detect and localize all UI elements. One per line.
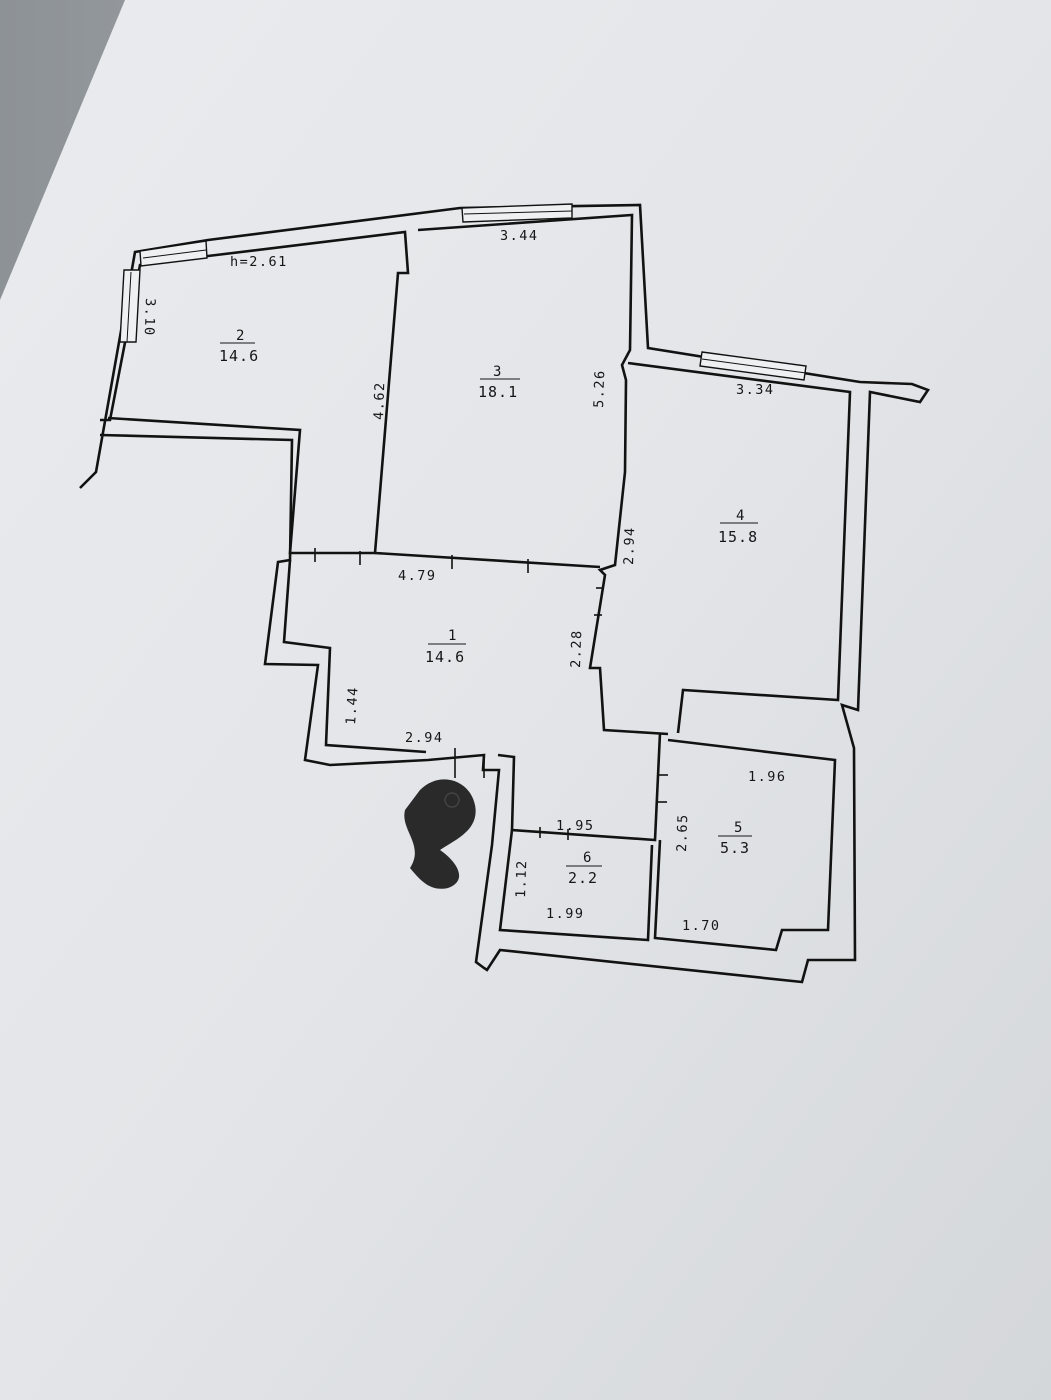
dim-room6-bottom: 1.99: [546, 906, 585, 922]
window-room2-left: [119, 269, 141, 343]
room-6-area: 2.2: [568, 869, 598, 887]
inner-wall-room4: [627, 361, 852, 734]
dim-room4-top: 3.34: [736, 382, 775, 398]
dim-room6-top: 1.95: [556, 818, 595, 834]
dim-room3-top: 3.44: [500, 228, 539, 244]
walls: [79, 203, 930, 984]
door-markers: [314, 548, 668, 840]
room-4-area: 15.8: [718, 528, 758, 546]
dim-room5-left: 2.65: [674, 813, 691, 852]
dim-room2-left: 3.10: [141, 298, 158, 337]
room-2-number: 2: [236, 328, 245, 344]
dim-hall-right: 2.28: [568, 629, 585, 668]
window-room2-top: [139, 240, 208, 267]
dim-hall-top: 4.79: [398, 568, 437, 584]
dim-room5-bottom: 1.70: [682, 918, 721, 934]
dim-hall-bottom: 2.94: [405, 730, 444, 746]
room-5-area: 5.3: [720, 839, 750, 857]
window-lines: [126, 210, 807, 374]
room-1-number: 1: [448, 628, 457, 644]
room-3-number: 3: [493, 364, 502, 380]
room-4-number: 4: [736, 508, 745, 524]
redaction-mark: [404, 779, 476, 889]
room-1-area: 14.6: [425, 648, 465, 666]
dim-room6-left: 1.12: [513, 859, 530, 898]
dim-room4-left: 2.94: [621, 526, 638, 565]
dim-room2-right: 4.62: [371, 381, 388, 420]
dim-hall-left: 1.44: [343, 686, 362, 726]
room-labels: h=2.61 2 14.6 3 18.1 4 15.8 1 14.6 5 5.3…: [219, 254, 758, 887]
ceiling-height-label: h=2.61: [230, 254, 288, 270]
inner-wall-room3-bottom: [374, 551, 601, 569]
outer-wall: [79, 203, 930, 984]
room-6-number: 6: [583, 850, 592, 866]
inner-wall-room3: [417, 213, 669, 736]
dim-room3-right: 5.26: [591, 369, 608, 408]
room-3-area: 18.1: [478, 383, 518, 401]
inner-wall-hall: [282, 559, 427, 754]
room-2-area: 14.6: [219, 347, 259, 365]
inner-wall-hall-right: [497, 732, 662, 842]
inner-wall-room6: [498, 829, 654, 942]
room-5-number: 5: [734, 820, 743, 836]
dim-room5-top: 1.96: [748, 769, 787, 785]
inner-wall-room5: [653, 738, 837, 952]
dimension-labels: 3.10 4.62 3.44 5.26 3.34 2.94 4.79 2.28 …: [141, 228, 787, 934]
